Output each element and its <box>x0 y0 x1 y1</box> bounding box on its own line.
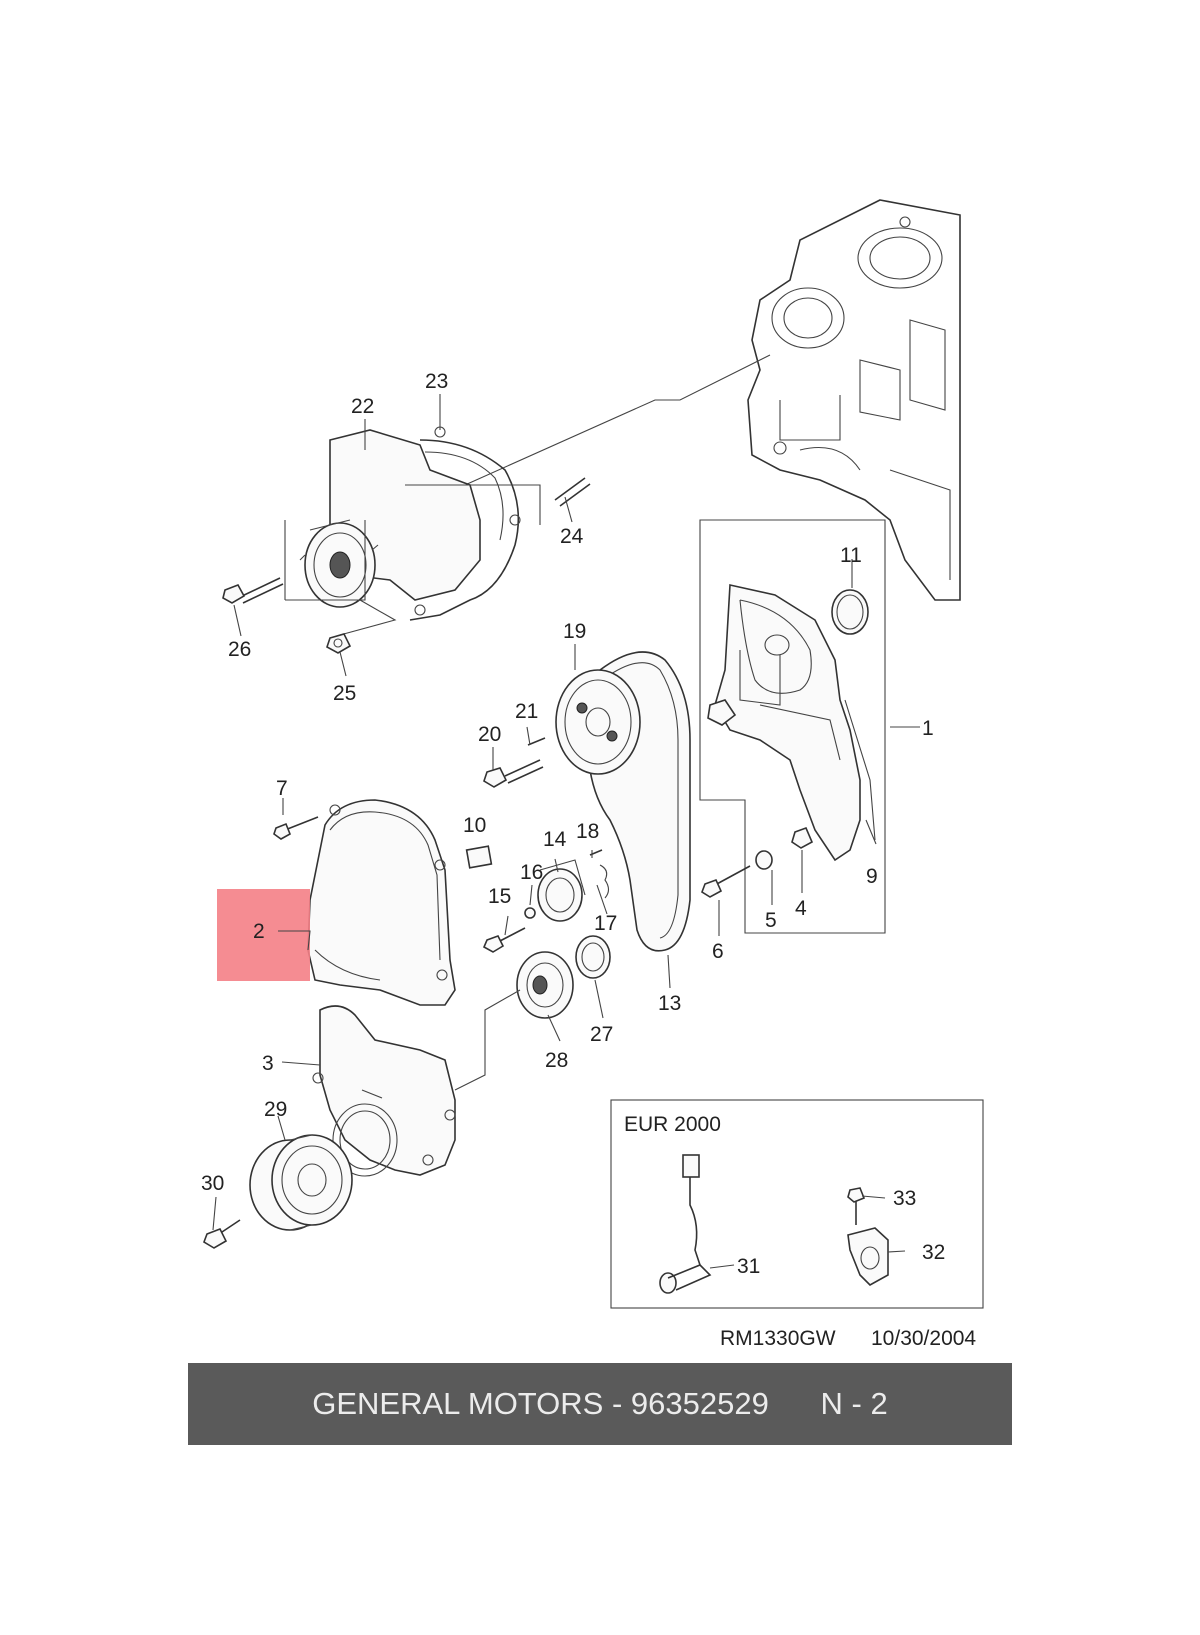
callout-5: 5 <box>765 909 777 932</box>
callout-11: 11 <box>840 544 862 567</box>
callout-14: 14 <box>543 828 567 851</box>
footer-gap <box>769 1386 821 1421</box>
callout-24: 24 <box>560 525 584 548</box>
water-pump-drawing <box>222 426 591 654</box>
rear-cover-drawing <box>699 519 886 934</box>
highlight-box <box>217 889 310 981</box>
callout-30: 30 <box>201 1172 224 1195</box>
lower-cover-drawing <box>312 989 521 1177</box>
inset-box <box>610 1099 984 1309</box>
callout-33: 33 <box>893 1187 916 1210</box>
callout-18: 18 <box>576 820 599 843</box>
upper-cover-drawing <box>273 799 456 1006</box>
callout-7: 7 <box>276 777 288 800</box>
leader-line <box>464 354 771 486</box>
callout-22: 22 <box>351 395 374 418</box>
callout-21: 21 <box>515 700 538 723</box>
callout-28: 28 <box>545 1049 568 1072</box>
callout-leaders <box>212 394 920 1269</box>
callout-6: 6 <box>712 940 724 963</box>
callout-29: 29 <box>264 1098 287 1121</box>
callout-2: 2 <box>253 920 265 943</box>
footer-separator: - <box>603 1386 631 1421</box>
footer-page: N - 2 <box>820 1386 888 1421</box>
inset-title: EUR 2000 <box>624 1113 721 1136</box>
drawing-reference-code: RM1330GW <box>720 1327 836 1350</box>
callout-labels: 1 2 3 4 5 6 7 9 10 11 13 14 15 16 17 18 … <box>201 370 945 1278</box>
callout-9: 9 <box>866 865 878 888</box>
callout-10: 10 <box>463 814 486 837</box>
callout-15: 15 <box>488 885 511 908</box>
callout-20: 20 <box>478 723 501 746</box>
drawing-date: 10/30/2004 <box>871 1327 977 1350</box>
callout-19: 19 <box>563 620 586 643</box>
footer-part-number: 96352529 <box>630 1386 769 1421</box>
engine-block-drawing <box>747 199 961 601</box>
timing-belt-drawing <box>465 651 691 1019</box>
leader-line <box>278 930 311 951</box>
callout-26: 26 <box>228 638 251 661</box>
footer-brand: GENERAL MOTORS <box>312 1386 604 1421</box>
callout-16: 16 <box>520 861 543 884</box>
footer-bar <box>188 1363 1012 1445</box>
crank-pulley-drawing <box>203 1134 353 1249</box>
callout-17: 17 <box>594 912 617 935</box>
footer-caption: GENERAL MOTORS - 96352529 N - 2 <box>188 1363 1012 1445</box>
callout-25: 25 <box>333 682 356 705</box>
callout-3: 3 <box>262 1052 274 1075</box>
callout-4: 4 <box>795 897 807 920</box>
callout-31: 31 <box>737 1255 760 1278</box>
callout-23: 23 <box>425 370 448 393</box>
callout-27: 27 <box>590 1023 613 1046</box>
callout-32: 32 <box>922 1241 945 1264</box>
callout-13: 13 <box>658 992 681 1015</box>
callout-1: 1 <box>922 717 934 740</box>
